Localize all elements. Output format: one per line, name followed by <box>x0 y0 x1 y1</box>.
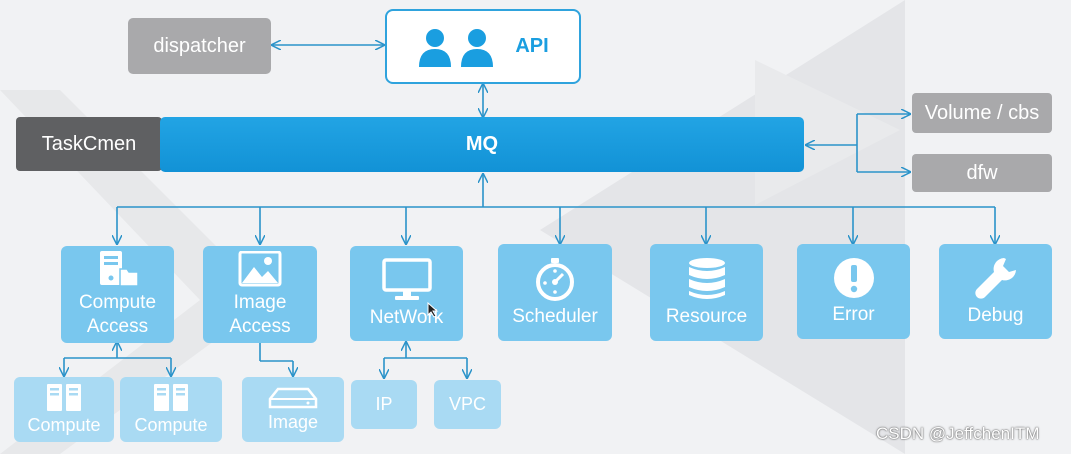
vpc-label: VPC <box>448 394 486 414</box>
image-icon <box>238 250 282 286</box>
server-icon <box>47 383 81 411</box>
module-error: Error <box>797 244 910 339</box>
debug-label: Debug <box>967 304 1024 326</box>
server-folder-icon <box>99 250 139 287</box>
exclamation-icon <box>833 257 874 298</box>
database-icon <box>688 257 725 299</box>
sub-image: Image <box>242 377 344 442</box>
compute-access-line1: Compute <box>78 291 157 313</box>
stopwatch-icon <box>536 257 574 301</box>
volume-cbs-label: Volume / cbs <box>924 101 1040 124</box>
dispatcher-box: dispatcher <box>128 18 271 74</box>
mq-bar: MQ <box>160 117 804 172</box>
wrench-icon <box>974 257 1016 299</box>
background-triangle-large <box>540 0 905 454</box>
dfw-box: dfw <box>912 154 1052 192</box>
module-resource: Resource <box>650 244 763 341</box>
watermark: CSDN @JeffchenITM <box>876 424 1040 443</box>
taskcmen-label: TaskCmen <box>41 132 137 155</box>
module-network: NetWork <box>350 246 463 341</box>
module-compute-access: Compute Access <box>61 246 174 343</box>
image-access-line1: Image <box>233 291 287 313</box>
module-debug: Debug <box>939 244 1052 339</box>
image-label: Image <box>267 411 319 432</box>
users-icon <box>419 28 494 67</box>
ip-label: IP <box>375 394 393 414</box>
server-icon <box>154 383 188 411</box>
image-access-line2: Access <box>229 315 291 337</box>
mq-label: MQ <box>465 133 499 155</box>
api-label: API <box>515 35 549 57</box>
monitor-icon <box>381 257 432 300</box>
error-label: Error <box>832 303 875 325</box>
compute-2-label: Compute <box>134 414 208 435</box>
sub-compute-2: Compute <box>120 377 222 442</box>
drive-icon <box>268 387 318 408</box>
api-box: API <box>385 9 581 84</box>
sub-compute-1: Compute <box>14 377 114 442</box>
module-scheduler: Scheduler <box>498 244 612 341</box>
compute-access-line2: Access <box>86 315 149 337</box>
cursor-icon <box>427 302 439 318</box>
network-label: NetWork <box>369 306 444 328</box>
compute-1-label: Compute <box>27 414 101 435</box>
dispatcher-label: dispatcher <box>153 34 246 57</box>
module-image-access: Image Access <box>203 246 317 343</box>
sub-ip: IP <box>351 380 417 429</box>
dfw-label: dfw <box>966 161 998 184</box>
taskcmen-box: TaskCmen <box>16 117 162 171</box>
scheduler-label: Scheduler <box>512 305 598 327</box>
sub-vpc: VPC <box>434 380 501 429</box>
resource-label: Resource <box>665 305 748 327</box>
volume-cbs-box: Volume / cbs <box>912 93 1052 133</box>
